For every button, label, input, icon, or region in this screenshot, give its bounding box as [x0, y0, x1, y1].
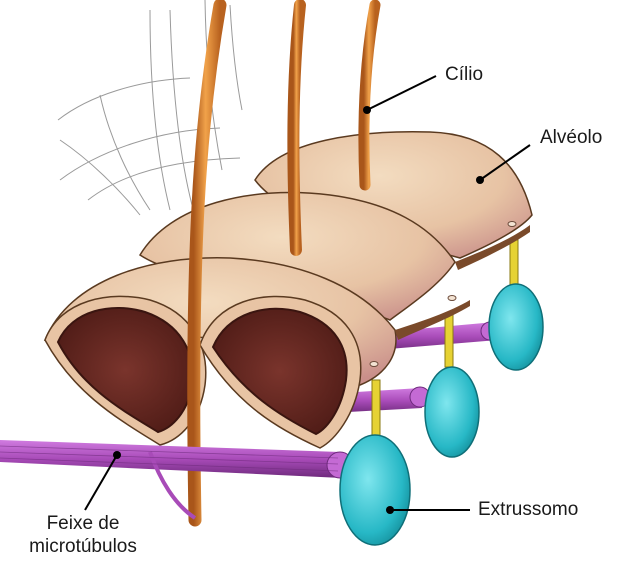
label-microtubule-bundle-line2: microtúbulos — [18, 536, 148, 558]
alveolus-cross-section-left — [45, 296, 206, 445]
label-cilium: Cílio — [445, 64, 483, 86]
label-microtubule-bundle-line1: Feixe de — [18, 513, 148, 535]
label-alveolus: Alvéolo — [540, 127, 602, 149]
alveolus-cross-section-right — [200, 296, 361, 448]
label-extrusome: Extrussomo — [478, 499, 578, 521]
microtubule-bundle-front — [0, 440, 353, 518]
